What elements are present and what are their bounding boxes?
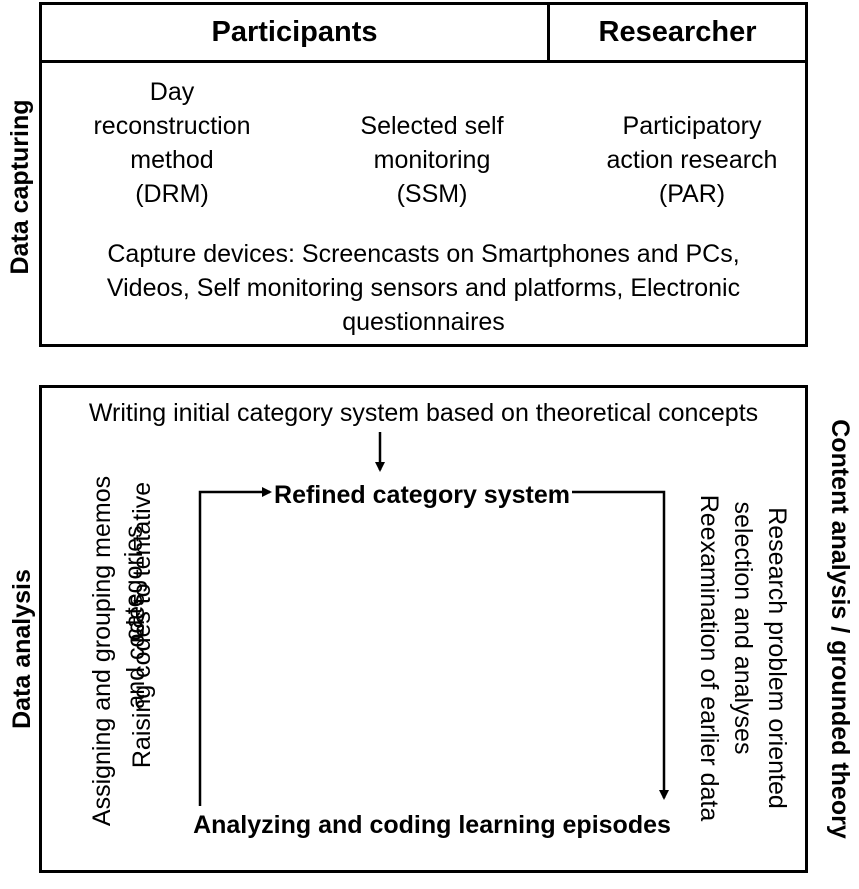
method-drm: Day reconstruction method (DRM) xyxy=(82,75,262,211)
method-ssm-line3: (SSM) xyxy=(396,180,468,208)
header-row: Participants Researcher xyxy=(42,5,805,63)
method-par-line2: action research xyxy=(606,146,778,174)
method-drm-line4: (DRM) xyxy=(135,180,209,208)
flow-arrows xyxy=(198,432,669,806)
data-capturing-label: Data capturing xyxy=(6,99,34,275)
devices-line3: questionnaires xyxy=(342,308,505,336)
method-ssm: Selected self monitoring (SSM) xyxy=(332,109,532,211)
devices-line2: Videos, Self monitoring sensors and plat… xyxy=(106,274,741,302)
initial-category-text: Writing initial category system based on… xyxy=(88,399,759,427)
method-par: Participatory action research (PAR) xyxy=(592,109,792,211)
refined-category-system: Refined category system xyxy=(274,481,570,509)
researcher-header: Researcher xyxy=(598,16,757,48)
arrow-right-loop xyxy=(572,490,669,800)
analyzing-coding-episodes: Analyzing and coding learning episodes xyxy=(193,811,671,839)
method-ssm-line1: Selected self xyxy=(360,112,504,140)
arrow-left-loop xyxy=(198,487,272,806)
method-ssm-line2: monitoring xyxy=(373,146,491,174)
method-par-line1: Participatory xyxy=(622,112,762,140)
data-analysis-label: Data analysis xyxy=(8,569,36,729)
devices-line1: Capture devices: Screencasts on Smartpho… xyxy=(107,240,740,268)
method-drm-line1: Day xyxy=(149,78,195,106)
method-par-line3: (PAR) xyxy=(658,180,726,208)
method-drm-line2: reconstruction xyxy=(93,112,251,140)
data-capturing-box: Participants Researcher Day reconstructi… xyxy=(39,2,808,347)
header-divider xyxy=(547,5,550,60)
method-drm-line3: method xyxy=(130,146,214,174)
participants-header: Participants xyxy=(211,16,378,48)
content-analysis-label: Content analysis / grounded theory xyxy=(826,419,854,839)
data-analysis-box: Writing initial category system based on… xyxy=(39,385,808,873)
capture-devices-text: Capture devices: Screencasts on Smartpho… xyxy=(42,237,805,339)
